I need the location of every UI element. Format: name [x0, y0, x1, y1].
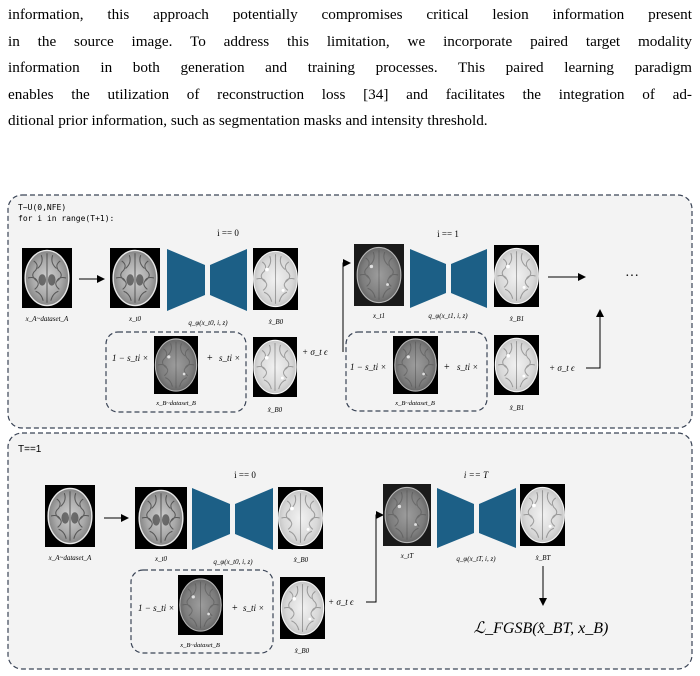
bottom-xb0-copy-label: x̂_B0	[294, 647, 310, 655]
bottom-iterT-label: i == T	[464, 470, 489, 480]
bottom-mix-box	[130, 569, 274, 654]
bottom-xbT-label: x̂_BT	[535, 554, 552, 562]
bottom-header: T==1	[18, 444, 42, 455]
top-xb1-copy-image	[494, 335, 539, 395]
top-q-label-1: q_φ(x_t1, i, z)	[428, 312, 468, 320]
loss-formula: ℒ_FGSB(x̂_BT, x_B)	[474, 620, 609, 637]
bottom-arrow-2	[366, 511, 384, 603]
top-mix0-datasetB-image	[154, 336, 198, 394]
top-xb0-label: x̂_B0	[268, 318, 284, 326]
top-mix1-one-minus: 1 − s_ti ×	[350, 362, 386, 372]
top-xt1-label: x_t1	[372, 312, 385, 320]
top-ellipsis: ···	[625, 269, 639, 284]
bottom-q-label-0: q_φ(x_t0, i, z)	[213, 558, 253, 566]
top-mix0-plus: +	[207, 353, 213, 364]
top-input-image	[22, 248, 72, 308]
paragraph-line-4: enables the utilization of reconstructio…	[8, 85, 692, 103]
bottom-xb0-copy-image	[280, 577, 325, 639]
bottom-xtT-image	[383, 484, 431, 546]
top-panel	[7, 194, 693, 429]
paragraph-line-2: in the source image. To address this lim…	[8, 32, 692, 50]
top-mix1-datasetB-image	[393, 336, 438, 394]
top-header-line2: for i in range(T+1):	[18, 214, 114, 223]
bottom-q-label-T: q_φ(x_tT, i, z)	[456, 555, 496, 563]
bottom-xb0-label: x̂_B0	[293, 556, 309, 564]
bottom-network-T	[437, 488, 516, 548]
body-paragraph: information, this approach potentially c…	[8, 2, 692, 135]
top-network-0	[167, 249, 247, 311]
top-xb0-copy-image	[253, 337, 297, 397]
top-xb1-label: x̂_B1	[509, 315, 524, 323]
bottom-xb0-image	[278, 487, 323, 549]
top-iter0-label: i == 0	[217, 228, 239, 238]
bottom-input-label: x_A~dataset_A	[48, 554, 92, 562]
bottom-iter0-label: i == 0	[234, 470, 256, 480]
top-mix-box-1	[345, 331, 488, 412]
top-mix0-one-minus: 1 − s_ti ×	[112, 353, 148, 363]
top-xb1-copy-label: x̂_B1	[509, 404, 524, 412]
top-mix0-s: s_ti ×	[219, 353, 240, 363]
top-mix1-plus: +	[444, 362, 450, 373]
top-iter1-label: i == 1	[437, 229, 459, 239]
bottom-xbT-image	[520, 484, 565, 546]
bottom-xtT-label: x_tT	[400, 552, 415, 560]
bottom-mix-plus: +	[232, 603, 238, 614]
paragraph-line-3: information in both generation and train…	[8, 59, 692, 77]
bottom-xt0-image	[135, 487, 187, 549]
top-input-label: x_A~dataset_A	[25, 315, 69, 323]
top-noise-1: + σ_t ϵ	[549, 363, 575, 373]
bottom-mix-one-minus: 1 − s_ti ×	[138, 603, 174, 613]
top-xt1-image	[354, 244, 404, 306]
paragraph-line-5: ditional prior information, such as segm…	[8, 112, 488, 130]
top-mix-box-0	[105, 331, 247, 413]
top-q-label-0: q_φ(x_t0, i, z)	[188, 319, 228, 327]
bottom-network-0	[192, 488, 273, 550]
bottom-xt0-label: x_t0	[154, 555, 168, 563]
bottom-mix-s: s_ti ×	[243, 603, 264, 613]
bottom-input-image	[45, 485, 95, 547]
top-mix1-datasetB-label: x_B~dataset_B	[394, 400, 435, 407]
top-xt0-label: x_t0	[128, 315, 142, 323]
bottom-mix-datasetB-image	[178, 575, 223, 635]
paragraph-line-1: information, this approach potentially c…	[8, 6, 692, 23]
bottom-noise: + σ_t ϵ	[328, 597, 354, 607]
top-mix1-s: s_ti ×	[457, 362, 478, 372]
top-network-1	[410, 249, 487, 308]
top-noise-0: + σ_t ϵ	[302, 347, 328, 357]
bottom-mix-datasetB-label: x_B~dataset_B	[179, 642, 220, 649]
top-xb0-copy-label: x̂_B0	[267, 406, 283, 414]
top-xt0-image	[110, 248, 160, 308]
top-xb1-image	[494, 245, 539, 307]
top-arrow-4	[586, 309, 604, 369]
top-arrow-2	[342, 259, 351, 352]
top-header-line1: T~U(0,NFE)	[18, 203, 66, 212]
top-mix0-datasetB-label: x_B~dataset_B	[155, 400, 196, 407]
top-xb0-image	[253, 248, 298, 310]
